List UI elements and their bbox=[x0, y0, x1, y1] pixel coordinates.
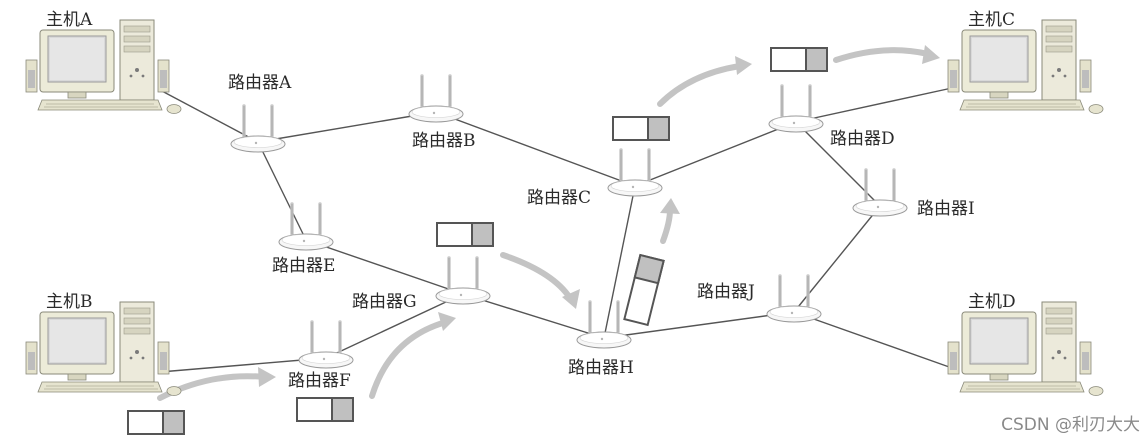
flow-arrowhead-3 bbox=[562, 289, 580, 309]
link-routerE-routerG bbox=[305, 239, 464, 295]
link-routerH-routerJ bbox=[603, 311, 795, 339]
router-j-icon bbox=[765, 274, 823, 324]
flow-arrowhead-2 bbox=[438, 312, 456, 331]
host-b bbox=[25, 301, 182, 396]
host-d-label: 主机D bbox=[968, 292, 1016, 312]
link-hostA-routerA bbox=[159, 89, 259, 143]
flow-arrowhead-6 bbox=[922, 45, 940, 64]
flow-arrow-4 bbox=[660, 207, 673, 244]
router-e-label: 路由器E bbox=[272, 256, 335, 276]
link-routerD-hostC bbox=[795, 87, 953, 123]
packet-5 bbox=[770, 47, 828, 72]
packet-2 bbox=[296, 397, 354, 422]
link-routerC-routerD bbox=[634, 121, 797, 187]
link-routerG-routerH bbox=[462, 293, 605, 339]
link-routerF-routerG bbox=[325, 293, 464, 359]
host-a bbox=[25, 19, 182, 114]
host-c-label: 主机C bbox=[968, 10, 1015, 30]
packet-1 bbox=[127, 410, 185, 435]
packet-3 bbox=[436, 222, 494, 247]
router-c-icon bbox=[606, 148, 664, 198]
links-layer bbox=[159, 87, 953, 373]
link-hostB-routerF bbox=[159, 357, 327, 373]
flow-arrow-3 bbox=[500, 252, 573, 301]
link-routerJ-hostD bbox=[793, 311, 953, 369]
router-f-icon bbox=[297, 320, 355, 370]
router-b-icon bbox=[407, 74, 465, 124]
flow-arrows bbox=[157, 45, 940, 401]
computer-icon bbox=[947, 19, 1104, 114]
host-c bbox=[947, 19, 1104, 114]
flow-arrow-6 bbox=[833, 47, 931, 63]
router-g-label: 路由器G bbox=[352, 292, 417, 312]
link-routerA-routerB bbox=[257, 111, 437, 143]
router-c-label: 路由器C bbox=[527, 188, 591, 208]
packet-6 bbox=[623, 253, 665, 327]
host-b-label: 主机B bbox=[46, 292, 93, 312]
router-h-icon bbox=[575, 300, 633, 350]
router-d-icon bbox=[767, 84, 825, 134]
router-i-icon bbox=[851, 168, 909, 218]
router-a-icon bbox=[229, 104, 287, 154]
flow-arrowhead-4 bbox=[660, 198, 680, 214]
flow-arrow-2 bbox=[369, 319, 449, 399]
link-routerC-routerH bbox=[603, 185, 636, 339]
watermark: CSDN @利刃大大 bbox=[1001, 415, 1140, 435]
router-j-label: 路由器J bbox=[697, 282, 755, 302]
computer-icon bbox=[25, 301, 182, 396]
router-f-label: 路由器F bbox=[288, 371, 351, 391]
router-d-label: 路由器D bbox=[830, 129, 895, 149]
router-h-label: 路由器H bbox=[568, 358, 634, 378]
flow-arrowhead-1 bbox=[258, 367, 276, 387]
packets bbox=[127, 47, 828, 435]
computer-icon bbox=[25, 19, 182, 114]
packet-4 bbox=[612, 116, 670, 141]
link-routerA-routerE bbox=[257, 141, 307, 241]
router-i-label: 路由器I bbox=[917, 199, 975, 219]
router-b-label: 路由器B bbox=[412, 131, 476, 151]
host-d bbox=[947, 301, 1104, 396]
host-a-label: 主机A bbox=[46, 10, 93, 30]
router-a-label: 路由器A bbox=[228, 73, 292, 93]
router-e-icon bbox=[277, 202, 335, 252]
router-g-icon bbox=[434, 256, 492, 306]
flow-arrow-5 bbox=[657, 63, 743, 107]
flow-arrowhead-5 bbox=[735, 56, 752, 75]
computer-icon bbox=[947, 301, 1104, 396]
link-routerB-routerC bbox=[435, 111, 636, 187]
